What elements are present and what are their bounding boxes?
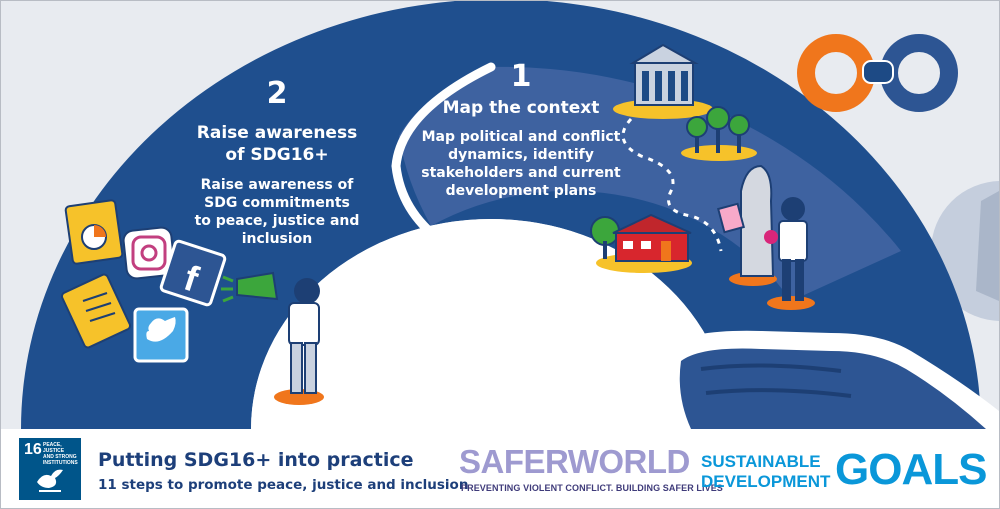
dove-icon: [37, 469, 63, 492]
footer: 16 PEACE, JUSTICE AND STRONG INSTITUTION…: [1, 429, 999, 508]
facebook-icon: f: [159, 239, 227, 307]
saferworld-logo: SAFERWORLD: [459, 443, 690, 480]
saferworld-tagline: PREVENTING VIOLENT CONFLICT. BUILDING SA…: [461, 483, 723, 493]
sdg-badge-label: PEACE, JUSTICE AND STRONG INSTITUTIONS: [43, 442, 78, 466]
step-2-title: Raise awareness of SDG16+: [196, 123, 358, 165]
illustration: f: [1, 1, 999, 429]
step-1-title: Map the context: [442, 98, 600, 118]
hand-illustration: [666, 330, 999, 429]
instagram-icon: [122, 226, 176, 280]
sdg16-badge: 16 PEACE, JUSTICE AND STRONG INSTITUTION…: [19, 438, 81, 500]
step-2-number: 2: [266, 76, 288, 111]
document-icon: [60, 273, 132, 349]
sdgs-logo-goals: GOALS: [835, 445, 987, 494]
dotted-path: [621, 117, 723, 252]
step-2-description: Raise awareness of SDG commitments to pe…: [194, 177, 360, 247]
slides-icon: [64, 199, 124, 265]
step-1-number: 1: [510, 59, 532, 94]
sdg-badge-number: 16: [24, 441, 42, 458]
trees-icon: [681, 106, 757, 161]
report-subtitle: 11 steps to promote peace, justice and i…: [98, 477, 469, 493]
report-title: Putting SDG16+ into practice: [98, 449, 414, 471]
twitter-icon: [133, 307, 189, 363]
government-building-icon: [613, 43, 713, 119]
megaphone-icon: [222, 275, 234, 283]
infinity-handshake-icon: [797, 34, 958, 112]
sdgs-logo-text: SUSTAINABLE DEVELOPMENT: [701, 452, 831, 491]
people-talking: [717, 164, 815, 310]
step-1-description: Map political and conflict dynamics, ide…: [421, 129, 621, 199]
arch-ring: [21, 1, 981, 429]
person-with-megaphone: [221, 271, 324, 405]
house-icon: [590, 213, 692, 273]
